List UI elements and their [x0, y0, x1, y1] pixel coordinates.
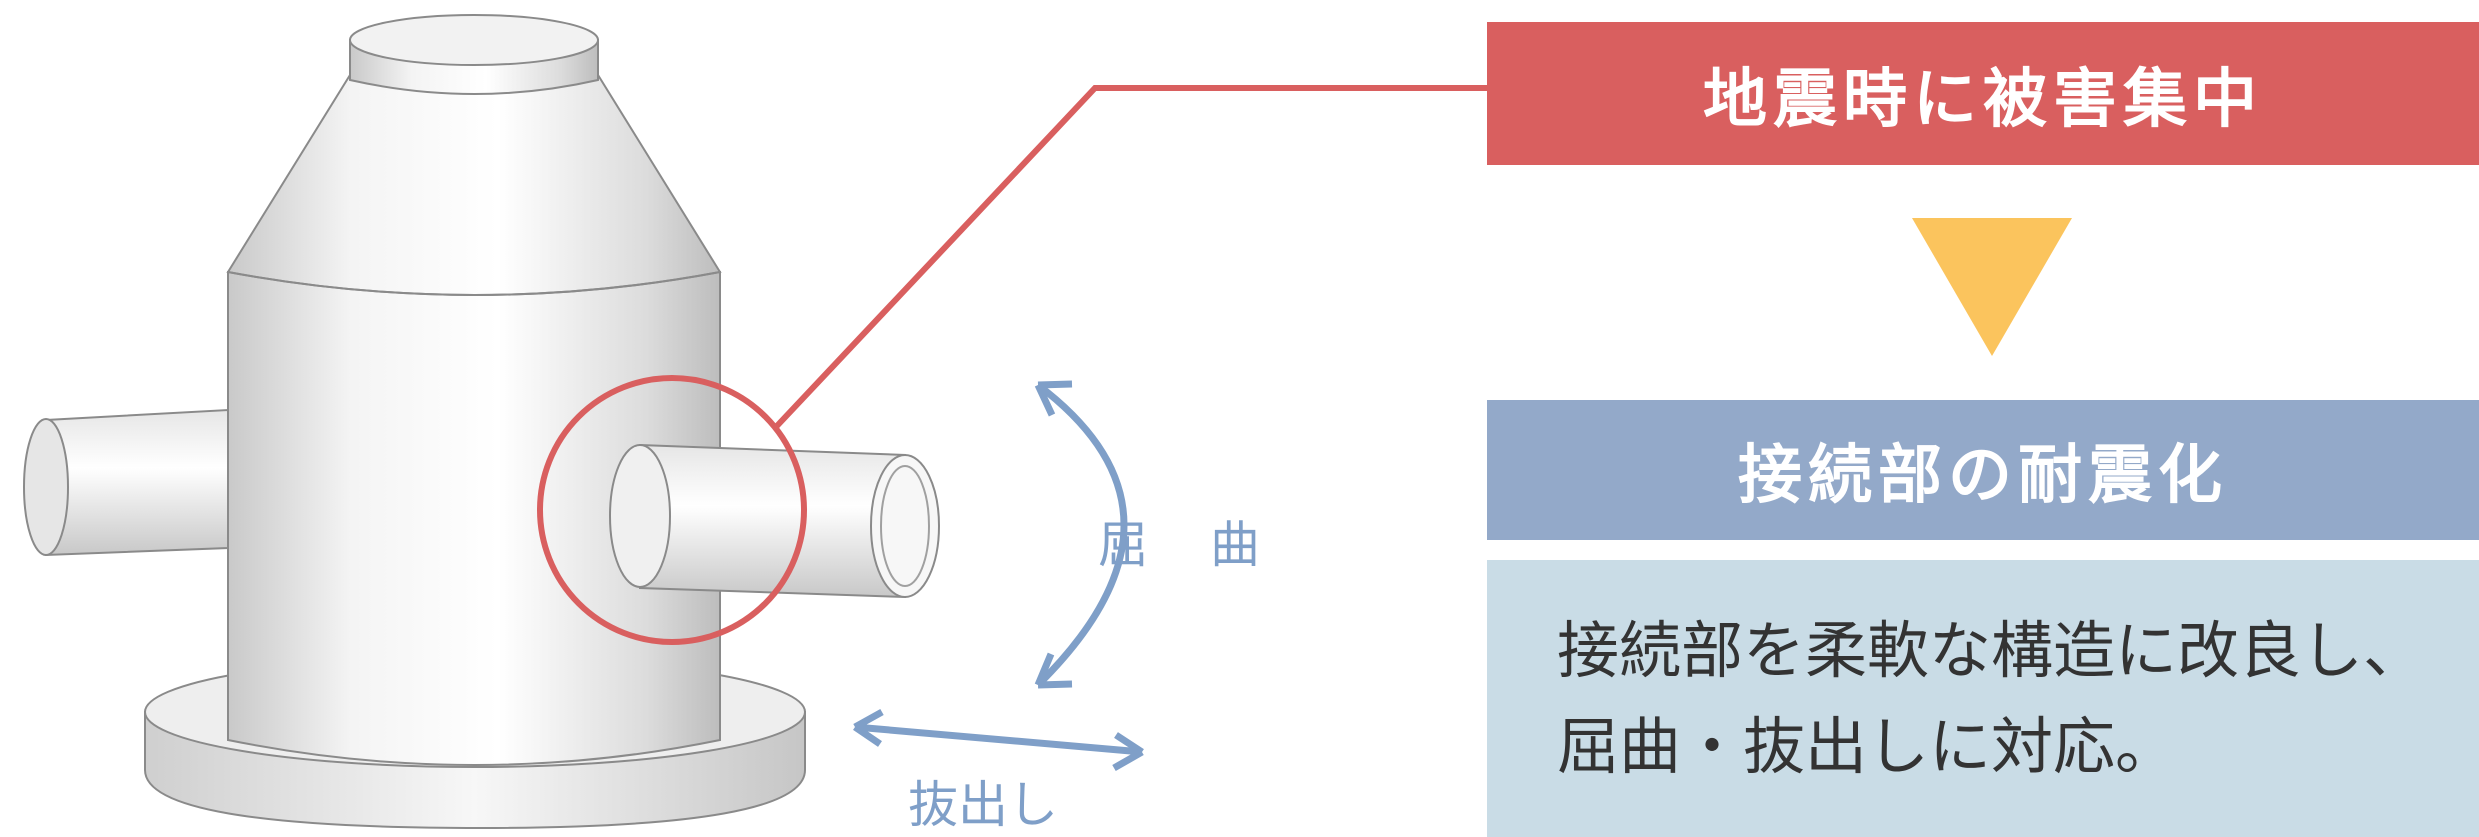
solution-banner: 接続部の耐震化 [1487, 400, 2479, 540]
down-arrow-icon [1912, 218, 2072, 356]
pullout-arrow [853, 708, 1144, 772]
right-pipe [609, 443, 940, 599]
description-text: 接続部を柔軟な構造に改良し、 屈曲・抜出しに対応。 [1557, 613, 2426, 783]
description-box: 接続部を柔軟な構造に改良し、 屈曲・抜出しに対応。 [1487, 560, 2479, 837]
manhole-body [226, 14, 722, 766]
problem-banner: 地震時に被害集中 [1487, 22, 2479, 165]
problem-text: 地震時に被害集中 [1703, 62, 2263, 137]
label-bend-right: 曲 [1210, 516, 1260, 574]
bend-arrow [1034, 380, 1128, 689]
label-bend-left: 屈 [1098, 516, 1148, 574]
joint-highlight [537, 85, 1487, 645]
label-pullout: 抜出し [908, 776, 1058, 834]
solution-text: 接続部の耐震化 [1738, 439, 2228, 513]
left-pipe [23, 408, 229, 557]
